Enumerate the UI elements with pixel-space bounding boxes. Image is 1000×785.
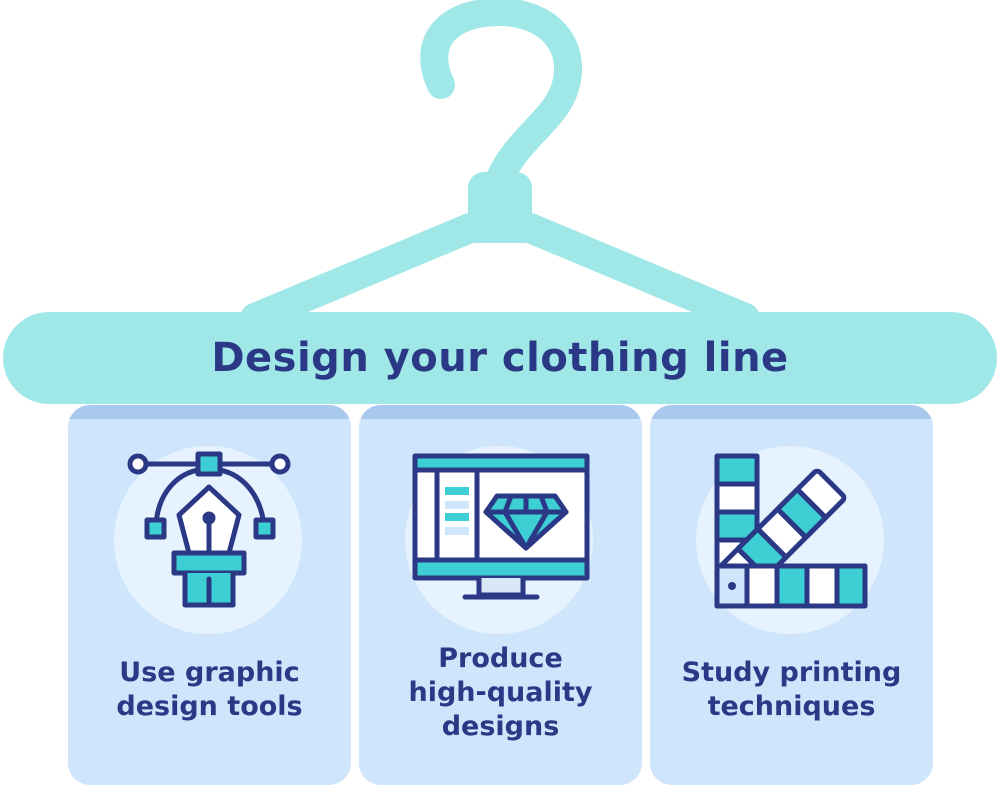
page-title: Design your clothing line [211,335,789,381]
caption-line: Produce [438,643,563,674]
step-card-printing: Study printing techniques [650,405,933,785]
hanger-icon [240,0,760,330]
color-swatch-icon [714,453,868,609]
monitor-diamond-icon [412,453,590,600]
step-caption: Produce high-quality designs [359,642,642,744]
card-shadow [650,405,933,419]
step-caption: Study printing techniques [650,656,933,724]
pen-tool-icon [127,451,291,608]
step-card-graphic-tools: Use graphic design tools [68,405,351,785]
caption-line: designs [441,711,560,742]
step-card-high-quality: Produce high-quality designs [359,405,642,785]
infographic: Use graphic design tools [3,0,997,785]
caption-line: Study printing [681,657,902,688]
caption-line: high-quality [408,677,593,708]
caption-line: techniques [707,691,876,722]
card-shadow [68,405,351,419]
step-caption: Use graphic design tools [68,656,351,724]
hanger-bar: Design your clothing line [3,312,997,404]
card-shadow [359,405,642,419]
caption-line: design tools [116,691,303,722]
caption-line: Use graphic [119,657,300,688]
